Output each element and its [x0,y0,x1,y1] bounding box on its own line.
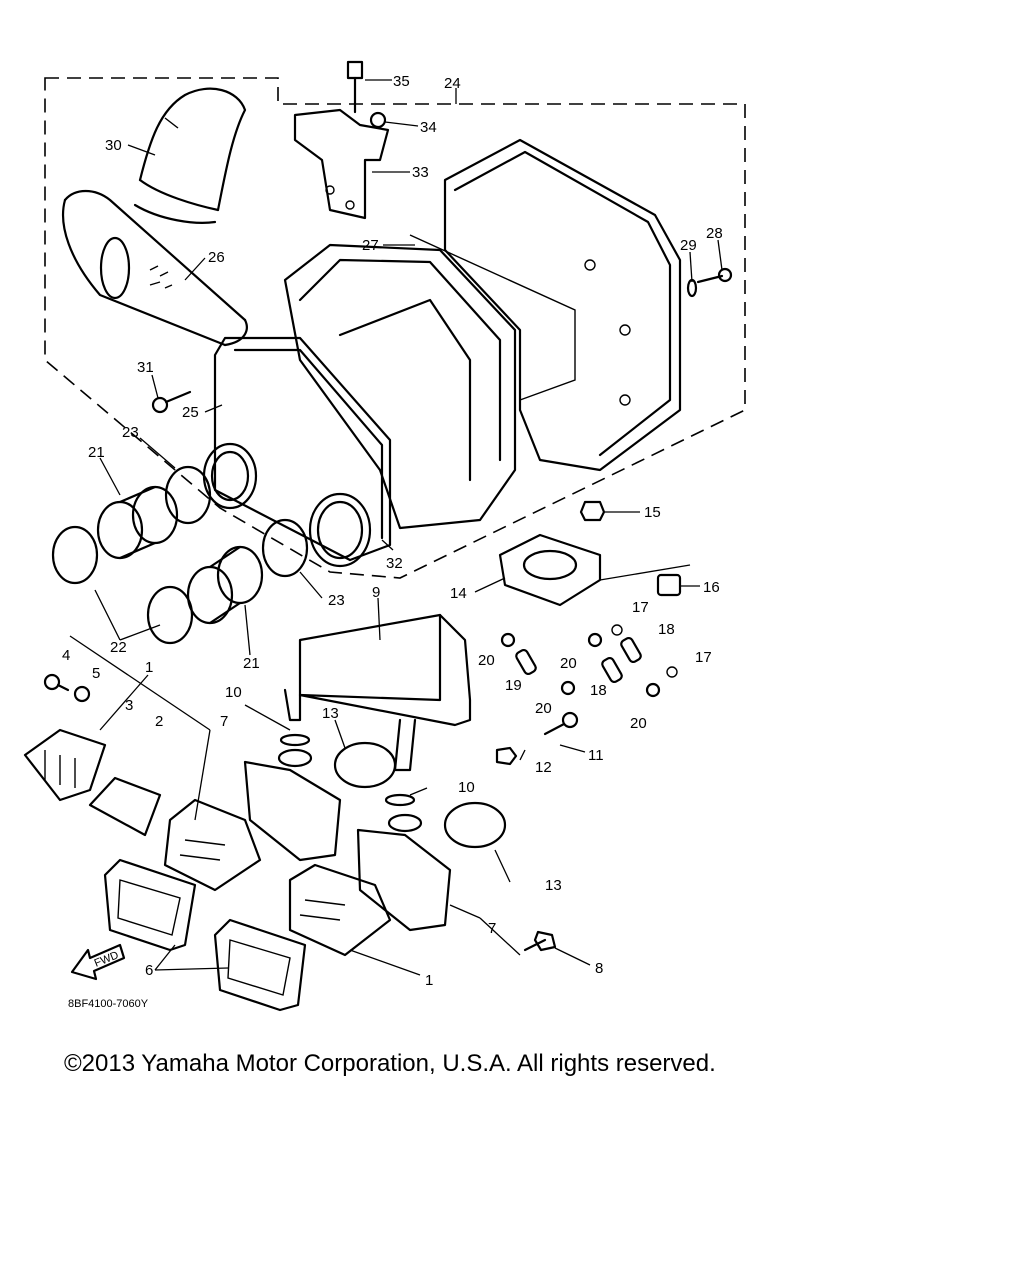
part-10-o-ring-b [384,793,416,807]
part-6-gasket-a [103,858,197,952]
part-35-bolt [346,60,364,114]
callout-25: 25 [182,404,199,421]
callout-20-c: 20 [535,700,552,717]
fwd-arrow-icon: FWD [70,943,126,981]
callout-30: 30 [105,137,122,154]
callout-21-upper: 21 [88,444,105,461]
callout-21-lower: 21 [243,655,260,672]
part-27-airbox-case [283,234,576,530]
part-15-nut [579,500,606,522]
part-20-nut-set [500,632,661,698]
part-6-gasket-b [213,918,307,1012]
part-1-reed-valve-b [288,863,392,957]
part-30-duct [133,87,247,224]
part-22-clamp-b [146,585,194,645]
callout-33: 33 [412,164,429,181]
part-26-intake-pipe [61,189,248,347]
leader-lines [69,79,723,976]
callout-13-lower: 13 [545,877,562,894]
callout-20-a: 20 [478,652,495,669]
part-22-clamp-a [51,525,99,585]
part-2-reed [88,776,162,837]
part-34-nut [369,111,387,129]
callout-2: 2 [155,713,163,730]
part-7-joint-a [243,748,342,862]
callout-20-d: 20 [630,715,647,732]
callout-16: 16 [703,579,720,596]
callout-29: 29 [680,237,697,254]
part-28-bolt [696,267,733,284]
callout-7-lower: 7 [488,920,496,937]
callout-27: 27 [362,237,379,254]
parts-diagram: FWD 35 24 34 33 30 26 27 29 28 31 25 23 … [23,60,746,1012]
part-21-joint-upper [96,485,179,560]
callout-1-lower: 1 [425,972,433,989]
part-11-bolt [543,711,579,736]
part-3-reed-stopper [23,728,107,802]
callout-31: 31 [137,359,154,376]
callout-22: 22 [110,639,127,656]
part-18-hose-b [601,656,623,684]
copyright-notice: ©2013 Yamaha Motor Corporation, U.S.A. A… [64,1050,716,1077]
part-23-clamp-a [164,465,212,525]
callout-20-b: 20 [560,655,577,672]
callout-10-upper: 10 [225,684,242,701]
part-24-cover [443,138,682,472]
part-25-airbox-lower [202,336,392,568]
part-21-joint-lower [186,545,264,625]
callout-18-upper: 18 [658,621,675,638]
callout-10-lower: 10 [458,779,475,796]
part-19-hose [515,648,537,676]
callout-labels: 35 24 34 33 30 26 27 29 28 31 25 23 21 3… [62,73,723,1010]
callout-18-lower: 18 [590,682,607,699]
callout-11: 11 [588,747,604,764]
part-9-intake-silencer [283,613,472,772]
part-16-cap [656,573,682,597]
callout-17-lower: 17 [695,649,712,666]
callout-14: 14 [450,585,467,602]
callout-9: 9 [372,584,380,601]
part-5-washer [73,685,91,703]
drawing-code: 8BF4100-7060Y [68,998,149,1010]
callout-17-upper: 17 [632,599,649,616]
callout-4: 4 [62,647,70,664]
part-10-o-ring-a [279,733,311,747]
part-29-washer [686,278,698,298]
callout-26: 26 [208,249,225,266]
part-1-reed-valve-a [163,798,262,892]
callout-28: 28 [706,225,723,242]
part-23-clamp-b [261,518,309,578]
part-12-nut [495,746,518,766]
assembly-24-boundary [44,77,746,579]
callout-7-upper: 7 [220,713,228,730]
part-4-bolt [43,673,70,692]
callout-1-upper: 1 [145,659,153,676]
part-18-hose-a [620,636,642,664]
callout-12: 12 [535,759,552,776]
callout-6: 6 [145,962,153,979]
part-8-bolt [523,930,557,952]
part-7-joint-b [356,813,452,932]
part-13-clamp-b [443,801,507,849]
part-14-flange [498,533,602,607]
callout-35: 35 [393,73,410,90]
callout-34: 34 [420,119,437,136]
callout-13-upper: 13 [322,705,339,722]
callout-3: 3 [125,697,133,714]
part-13-clamp-a [333,741,397,789]
part-33-bracket [293,108,390,220]
callout-24: 24 [444,75,461,92]
part-31-bolt [151,390,192,414]
callout-8: 8 [595,960,603,977]
part-17-clip [611,624,678,678]
callout-23-lower: 23 [328,592,345,609]
callout-19: 19 [505,677,522,694]
callout-15: 15 [644,504,661,521]
callout-23-upper: 23 [122,424,139,441]
callout-32: 32 [386,555,403,572]
callout-5: 5 [92,665,100,682]
